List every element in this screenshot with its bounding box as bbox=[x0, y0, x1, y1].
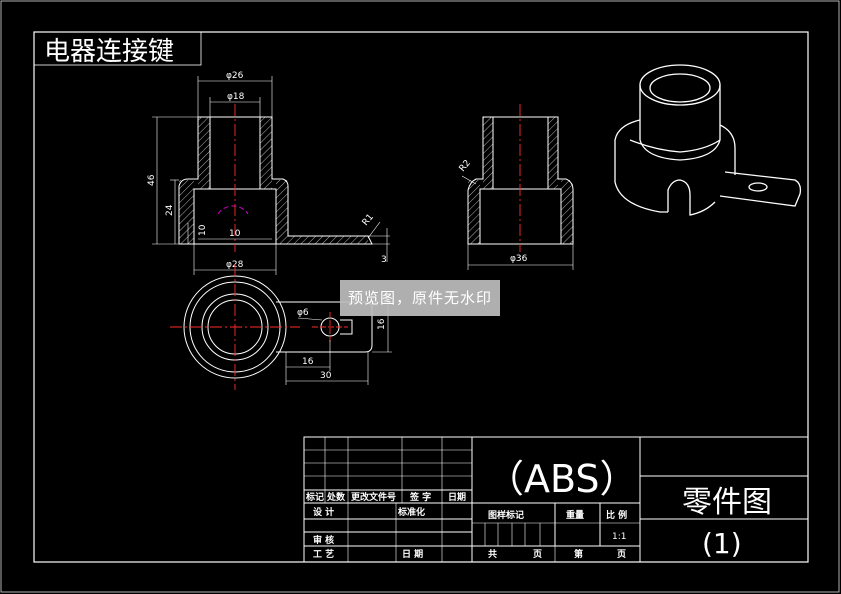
watermark-banner: 预览图，原件无水印 bbox=[340, 280, 500, 316]
dim-front-od-top: φ26 bbox=[226, 71, 244, 81]
tb-ratio-label: 比 例 bbox=[606, 509, 627, 521]
dim-front-height: 46 bbox=[147, 174, 157, 186]
tb-part-type: 零件图 bbox=[682, 485, 772, 520]
dim-top-hole-dia: φ6 bbox=[297, 308, 309, 318]
tb-mark-label: 标记 bbox=[305, 491, 324, 503]
front-upper-wall-right bbox=[260, 117, 272, 189]
tb-sheet-label: 第 bbox=[574, 548, 583, 560]
isometric-view bbox=[614, 64, 802, 216]
front-upper-wall-left bbox=[198, 117, 210, 189]
tb-review-label: 审 核 bbox=[313, 534, 334, 546]
dim-top-width: 16 bbox=[377, 318, 387, 330]
tb-design-label: 设 计 bbox=[313, 506, 334, 518]
front-base-wall-left bbox=[179, 180, 194, 244]
tb-pages2-label: 页 bbox=[617, 549, 626, 560]
dim-top-length: 30 bbox=[320, 371, 332, 381]
dim-front-id-top: φ18 bbox=[227, 92, 245, 102]
tb-date-label: 日期 bbox=[448, 491, 466, 503]
front-hidden-slot bbox=[217, 205, 249, 215]
tb-stage-mark-label: 图样标记 bbox=[488, 509, 524, 521]
tb-change-doc-label: 更改文件号 bbox=[351, 491, 396, 503]
title-block-grid bbox=[303, 436, 809, 563]
dim-front-radius: R1 bbox=[361, 212, 376, 228]
title-label-box bbox=[33, 31, 202, 66]
tb-weight-label: 重量 bbox=[566, 509, 584, 521]
tb-part-number: (1) bbox=[702, 527, 742, 560]
tb-process-label: 工 艺 bbox=[313, 548, 334, 560]
tb-scale-value: 1:1 bbox=[612, 532, 626, 542]
tb-date2-label: 日 期 bbox=[402, 548, 423, 560]
drawing-title: 电器连接键 bbox=[44, 37, 174, 67]
front-plate-hatch bbox=[288, 236, 368, 244]
side-view bbox=[461, 104, 574, 270]
dim-front-lower-height: 24 bbox=[165, 204, 175, 216]
dim-top-offset: 16 bbox=[302, 357, 314, 367]
dim-side-base-dia: φ36 bbox=[510, 254, 528, 264]
tb-standardize-label: 标准化 bbox=[397, 506, 425, 518]
dim-front-plate-thk: 3 bbox=[381, 255, 387, 265]
tb-pages-label: 页 bbox=[533, 549, 542, 560]
dim-front-small-10a: 10 bbox=[198, 224, 208, 236]
front-base-wall-right bbox=[276, 180, 288, 244]
dim-side-radius: R2 bbox=[458, 158, 473, 174]
front-view bbox=[152, 76, 390, 275]
tb-material: （ABS） bbox=[486, 457, 638, 501]
dim-front-small-10b: 10 bbox=[229, 229, 241, 239]
tb-count-label: 处数 bbox=[326, 491, 346, 503]
tb-total-label: 共 bbox=[488, 548, 497, 560]
tb-signature-label: 签 字 bbox=[409, 491, 431, 503]
